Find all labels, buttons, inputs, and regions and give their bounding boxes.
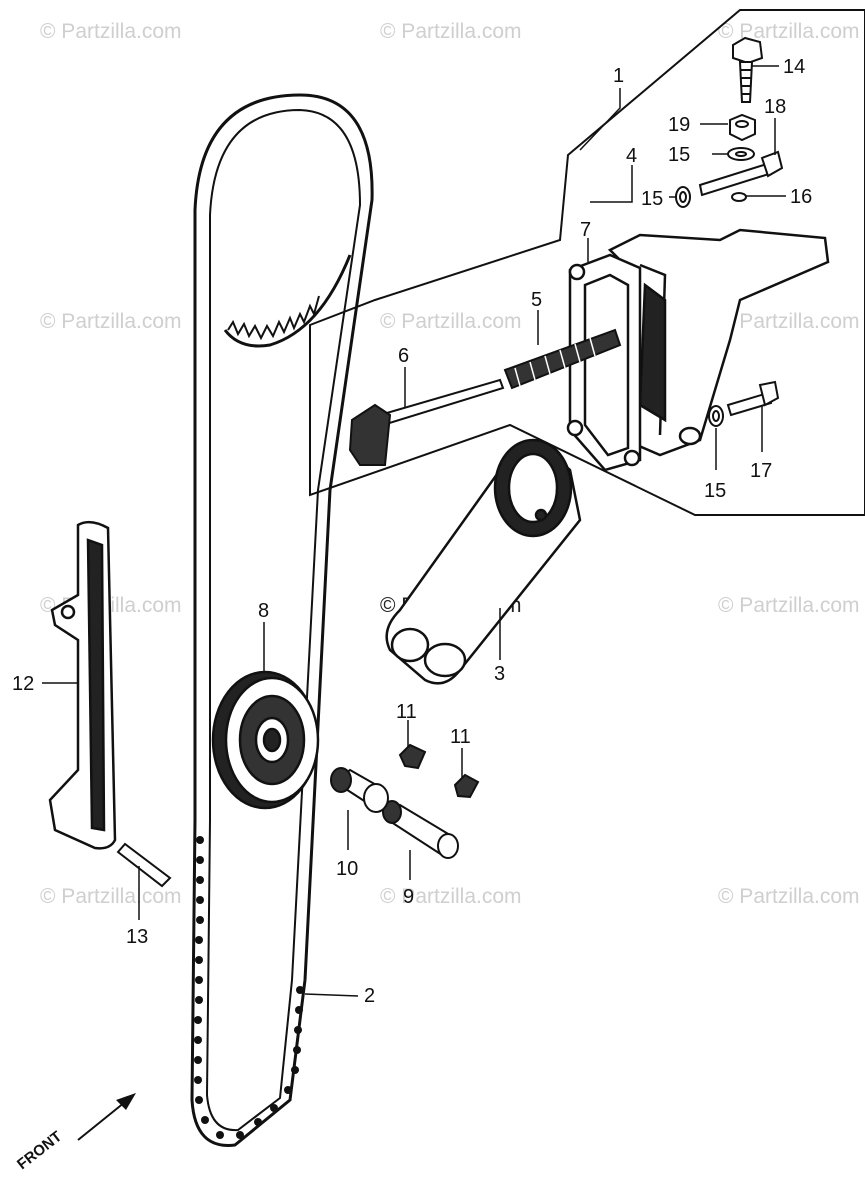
callout-19: 19 <box>668 114 690 136</box>
washers-15 <box>675 147 755 427</box>
callout-10: 10 <box>336 858 358 880</box>
tensioner-holder <box>607 228 830 457</box>
callout-8: 8 <box>258 600 269 622</box>
callout-15a: 15 <box>668 144 690 166</box>
callout-12: 12 <box>12 673 34 695</box>
callout-6: 6 <box>398 345 409 367</box>
o-ring-16 <box>731 192 747 202</box>
front-direction-indicator: FRONT <box>14 1093 136 1173</box>
callout-14: 14 <box>783 56 805 78</box>
leader-1 <box>579 88 621 151</box>
callout-18: 18 <box>764 96 786 118</box>
assembly-outline <box>309 9 865 516</box>
cam-chain <box>190 93 374 1147</box>
callout-11b: 11 <box>450 726 471 748</box>
callout-15c: 15 <box>704 480 726 502</box>
callout-labels: 1 2 3 4 5 6 7 8 9 10 11 11 12 13 14 15 1… <box>12 56 812 1007</box>
callout-16: 16 <box>790 186 812 208</box>
callout-13: 13 <box>126 926 148 948</box>
front-label: FRONT <box>14 1128 65 1173</box>
callout-5: 5 <box>531 289 542 311</box>
gasket <box>566 253 642 472</box>
woodruff-keys <box>398 743 480 799</box>
watermark: © Partzilla.com <box>380 885 522 908</box>
callout-15b: 15 <box>641 188 663 210</box>
watermark: © Partzilla.com <box>718 310 860 333</box>
nut-19 <box>729 113 756 142</box>
callout-2: 2 <box>364 985 375 1007</box>
tensioner-push-rod <box>348 378 505 466</box>
watermark: © Partzilla.com <box>380 310 522 333</box>
watermark: © Partzilla.com <box>40 20 182 43</box>
leader-4 <box>590 165 633 203</box>
cam-chain-links <box>194 836 304 1139</box>
callout-11a: 11 <box>396 701 417 723</box>
watermark: © Partzilla.com <box>718 594 860 617</box>
watermark: © Partzilla.com <box>380 20 522 43</box>
watermark: © Partzilla.com <box>40 885 182 908</box>
bolt-14 <box>732 36 764 103</box>
leader-2 <box>304 993 359 997</box>
tensioner-pin <box>382 800 459 859</box>
dowel-pin <box>116 842 172 888</box>
callout-7: 7 <box>580 219 591 241</box>
front-arrow-head <box>116 1093 136 1110</box>
callout-3: 3 <box>494 663 505 685</box>
tensioner-spring <box>503 328 622 390</box>
tensioner-arm <box>385 438 582 685</box>
watermark: © Partzilla.com <box>40 310 182 333</box>
callout-1: 1 <box>613 65 624 87</box>
callout-4: 4 <box>626 145 637 167</box>
bolt-18 <box>698 150 784 197</box>
cam-chain-guide <box>48 520 117 850</box>
watermark: © Partzilla.com <box>718 20 860 43</box>
leader-lines <box>42 65 786 997</box>
watermark: © Partzilla.com <box>718 885 860 908</box>
callout-9: 9 <box>403 886 414 908</box>
collar <box>330 767 389 813</box>
guide-roller <box>211 670 320 810</box>
bolt-17 <box>726 380 780 417</box>
callout-17: 17 <box>750 460 772 482</box>
cam-sprocket <box>223 254 352 348</box>
